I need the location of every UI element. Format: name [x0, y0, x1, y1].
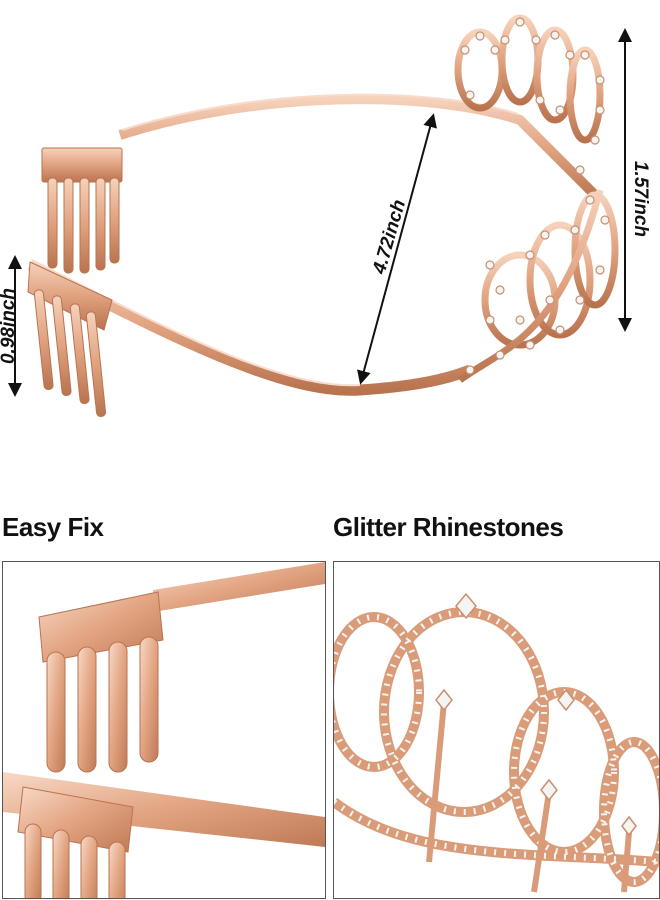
- crown-top: [454, 14, 619, 383]
- glitter-rhinestones-title: Glitter Rhinestones: [333, 512, 564, 542]
- rhinestones: [460, 17, 610, 375]
- easy-fix-title: Easy Fix: [2, 512, 104, 542]
- glitter-rhinestones-detail-image: [333, 561, 660, 899]
- comb-height-label: 0.98inch: [0, 287, 19, 365]
- rhinestone-closeup: [334, 592, 659, 893]
- comb-closeup: [3, 562, 325, 898]
- easy-fix-detail-image: [2, 561, 326, 899]
- tiara-product-image: [8, 14, 632, 417]
- length-arrow: [357, 113, 437, 385]
- back-comb: [41, 147, 123, 274]
- height-label: 1.57inch: [630, 160, 651, 238]
- front-comb: [27, 261, 113, 417]
